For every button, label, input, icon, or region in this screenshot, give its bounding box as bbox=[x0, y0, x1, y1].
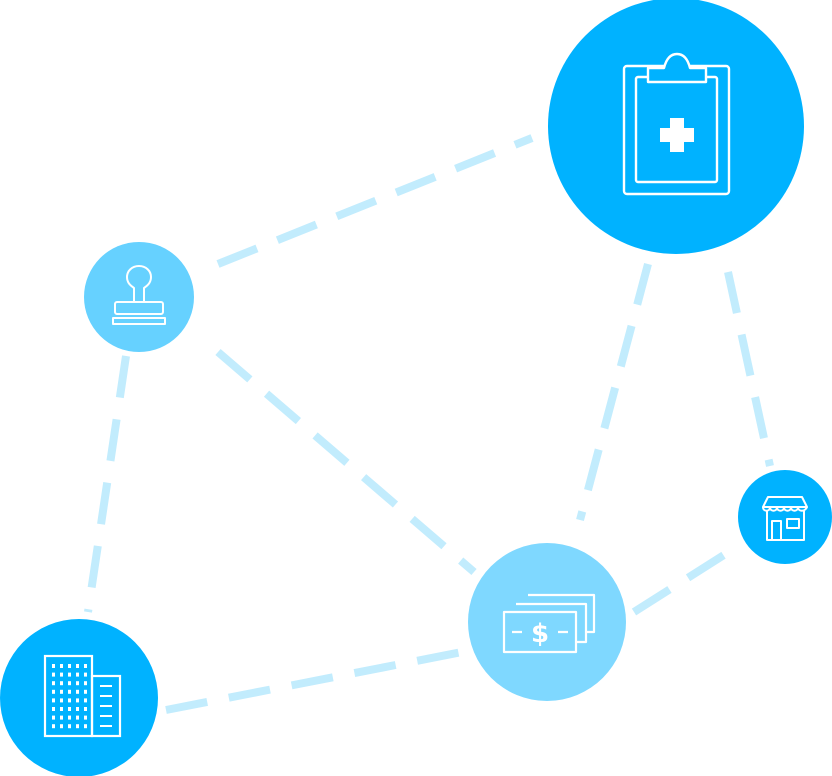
office-window bbox=[68, 672, 71, 677]
office-window bbox=[76, 681, 79, 686]
clipboard-medical-cross-icon bbox=[622, 52, 731, 196]
office-window bbox=[60, 724, 63, 729]
office-window bbox=[76, 715, 79, 720]
office-window bbox=[76, 672, 79, 677]
rubber-stamp-icon bbox=[112, 265, 166, 325]
office-window bbox=[52, 681, 55, 686]
office-window bbox=[76, 724, 79, 729]
office-window bbox=[60, 707, 63, 711]
office-window bbox=[84, 689, 87, 694]
edge-office-to-money bbox=[165, 648, 463, 714]
office-window bbox=[68, 664, 71, 668]
office-window bbox=[60, 664, 63, 668]
node-circle bbox=[468, 543, 626, 701]
office-window bbox=[68, 681, 71, 686]
office-window bbox=[52, 672, 55, 677]
edge-stamp-to-money bbox=[215, 348, 477, 576]
office-window bbox=[76, 664, 79, 668]
office-window bbox=[84, 672, 87, 677]
office-window bbox=[60, 698, 63, 703]
cash-stack-icon: $ bbox=[502, 593, 596, 654]
storefront-icon bbox=[762, 496, 808, 541]
office-window bbox=[68, 689, 71, 694]
office-window bbox=[76, 698, 79, 703]
office-window bbox=[60, 672, 63, 677]
node-circle bbox=[84, 242, 194, 352]
node-store bbox=[738, 470, 832, 564]
edge-medical-record-to-money bbox=[576, 262, 652, 522]
node-circle bbox=[0, 619, 158, 776]
office-window bbox=[52, 707, 55, 711]
office-window bbox=[76, 707, 79, 711]
office-window bbox=[68, 715, 71, 720]
office-window bbox=[68, 724, 71, 729]
office-window bbox=[68, 698, 71, 703]
office-window bbox=[84, 664, 87, 668]
node-circle bbox=[738, 470, 832, 564]
edge-money-to-store bbox=[631, 542, 741, 616]
office-window bbox=[52, 664, 55, 668]
office-window bbox=[60, 689, 63, 694]
office-window bbox=[52, 715, 55, 720]
office-window bbox=[60, 681, 63, 686]
office-window bbox=[84, 681, 87, 686]
office-window bbox=[52, 724, 55, 729]
office-window bbox=[60, 715, 63, 720]
office-window bbox=[52, 698, 55, 703]
office-window bbox=[84, 715, 87, 720]
office-window bbox=[84, 707, 87, 711]
office-buildings-icon bbox=[43, 654, 122, 738]
edge-stamp-to-office bbox=[84, 355, 130, 613]
office-window bbox=[84, 698, 87, 703]
office-window bbox=[52, 689, 55, 694]
node-money: $ bbox=[468, 543, 626, 701]
node-medical-record bbox=[548, 0, 804, 254]
office-window bbox=[84, 724, 87, 729]
node-office bbox=[0, 619, 158, 776]
node-stamp bbox=[84, 242, 194, 352]
connector-lines bbox=[84, 134, 774, 714]
svg-text:$: $ bbox=[531, 619, 549, 649]
office-window bbox=[76, 689, 79, 694]
edge-stamp-to-medical-record bbox=[216, 134, 534, 268]
edge-medical-record-to-store bbox=[724, 271, 774, 467]
office-window bbox=[68, 707, 71, 711]
